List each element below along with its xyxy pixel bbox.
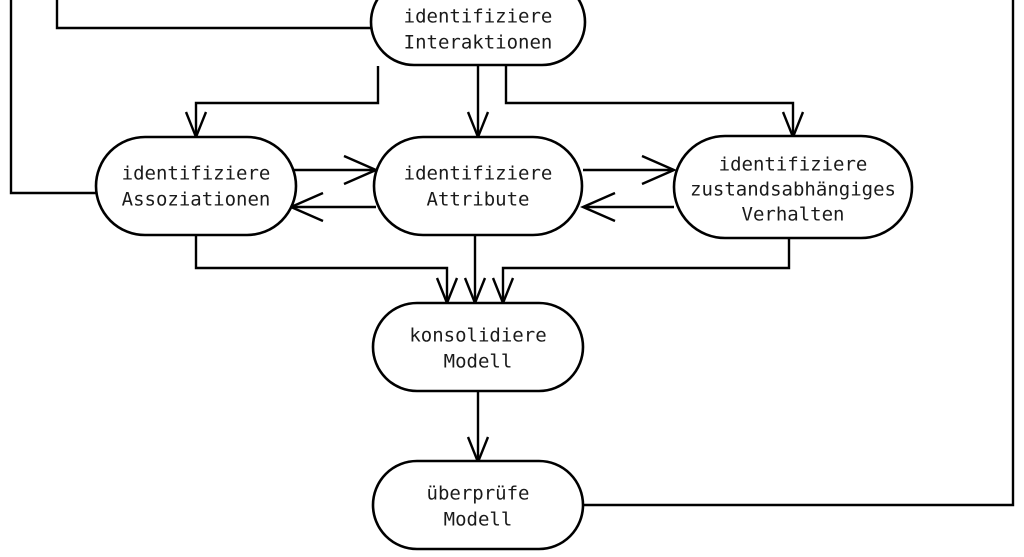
node-identifiziere-interaktionen[interactable]: identifiziere Interaktionen [369,0,587,67]
node-shape-attribute[interactable] [372,135,584,237]
edge-interaktionen-feedback-left [55,0,372,30]
edge-verhalten-to-konsolidiere [491,238,791,307]
node-shape-verhalten[interactable] [672,134,914,240]
edge-assoziationen-to-konsolidiere [194,236,459,307]
node-label-verhalten-line2: zustandsabhängiges [690,179,896,201]
edge-line [583,0,1015,507]
edge-line [501,238,791,301]
edge-konsolidiere-to-ueberpruefe [466,392,490,466]
node-label-interaktionen-line1: identifiziere [404,6,553,28]
node-label-attribute-line2: Attribute [427,189,530,211]
node-label-attribute-line1: identifiziere [404,163,553,185]
edge-line-feedback-left-lower [9,0,97,195]
edge-interaktionen-to-attribute [466,66,490,141]
node-shape-assoziationen[interactable] [94,135,298,237]
edge-interaktionen-to-assoziationen [184,66,380,141]
node-identifiziere-assoziationen[interactable]: identifiziere Assoziationen [94,135,298,237]
node-shape-konsolidiere[interactable] [371,301,585,393]
edge-assoziationen-to-attribute [291,154,379,186]
node-shape-interaktionen[interactable] [369,0,587,67]
node-label-ueberpruefe-line2: Modell [444,509,513,531]
edge-attribute-to-verhalten [583,154,677,186]
node-label-verhalten-line3: Verhalten [742,204,845,226]
edge-line [194,66,380,135]
node-label-verhalten-line1: identifiziere [719,154,868,176]
node-label-ueberpruefe-line1: überprüfe [427,483,530,505]
node-label-konsolidiere-line1: konsolidiere [409,325,546,347]
edge-line [194,236,449,301]
node-label-assoziationen-line2: Assoziationen [122,189,271,211]
node-shape-ueberpruefe[interactable] [371,459,585,551]
node-label-konsolidiere-line2: Modell [444,351,513,373]
edge-verhalten-to-attribute [580,191,674,223]
edge-line-feedback-left-upper [55,0,372,30]
node-identifiziere-zustandsabhaengiges-verhalten[interactable]: identifiziere zustandsabhängiges Verhalt… [672,134,914,240]
node-identifiziere-attribute[interactable]: identifiziere Attribute [372,135,584,237]
arrow-head-left [580,191,616,223]
edge-attribute-to-assoziationen [288,191,376,223]
edge-ueberpruefe-feedback-right [583,0,1015,507]
node-konsolidiere-modell[interactable]: konsolidiere Modell [371,301,585,393]
node-ueberpruefe-modell[interactable]: überprüfe Modell [371,459,585,551]
node-label-interaktionen-line2: Interaktionen [404,32,553,54]
node-label-assoziationen-line1: identifiziere [122,163,271,185]
edge-interaktionen-to-verhalten [504,66,805,141]
arrow-head-right [641,154,677,186]
edge-line [504,66,795,135]
edge-assoziationen-feedback-left [9,0,97,195]
edge-attribute-to-konsolidiere [463,236,487,307]
